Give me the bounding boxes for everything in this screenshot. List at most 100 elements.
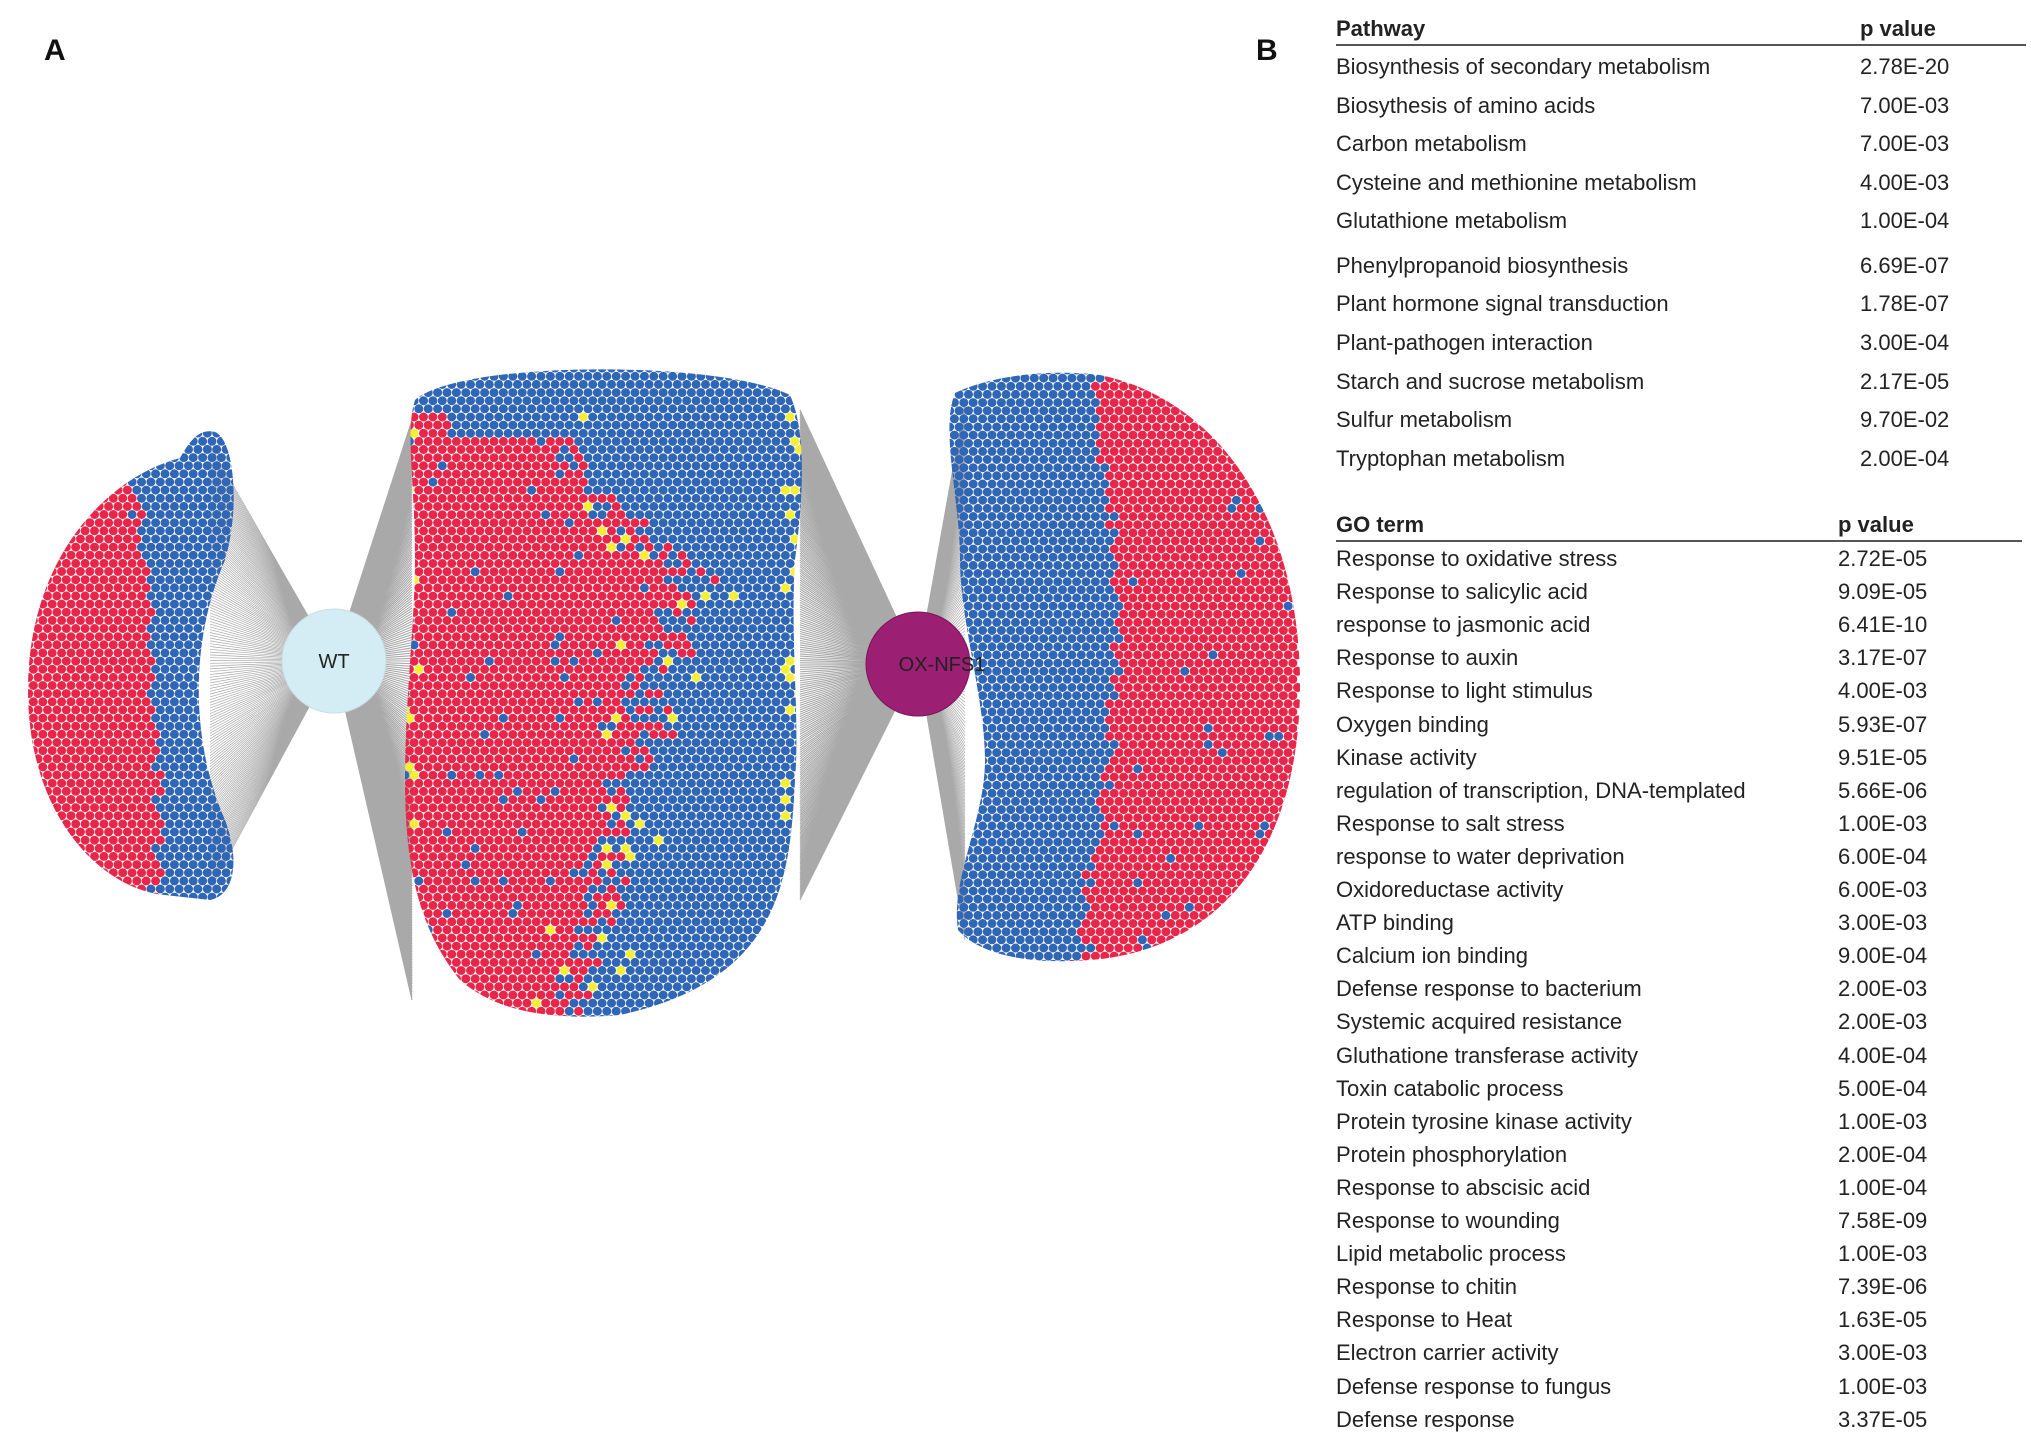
go-row-name: Kinase activity <box>1336 744 1477 770</box>
go-row-name: Response to salicylic acid <box>1336 579 1588 605</box>
pathway-row-name: Plant-pathogen interaction <box>1336 330 1593 355</box>
pathway-row-name: Starch and sucrose metabolism <box>1336 369 1645 394</box>
edge-bundle <box>799 409 919 901</box>
pathway-row-pvalue: 6.69E-07 <box>1860 253 1950 278</box>
panel-a-label: A <box>44 34 66 67</box>
go-row-pvalue: 6.00E-04 <box>1838 843 1928 869</box>
pathway-table: Pathway p value Biosynthesis of secondar… <box>1336 16 2030 476</box>
go-row-name: Protein phosphorylation <box>1336 1141 1568 1167</box>
go-row-name: response to water deprivation <box>1336 843 1625 869</box>
go-term-table: GO term p value Response to oxidative st… <box>1336 512 2030 1442</box>
go-row-name: Response to oxidative stress <box>1336 546 1618 571</box>
go-row-pvalue: 1.00E-03 <box>1838 1241 1928 1267</box>
go-row-pvalue: 9.09E-05 <box>1838 579 1928 605</box>
gene-network-diagram: WT OX-NFS1 <box>28 369 1300 1017</box>
go-row-pvalue: 7.58E-09 <box>1838 1208 1928 1233</box>
pathway-row-name: Cysteine and methionine metabolism <box>1336 170 1697 195</box>
go-row-pvalue: 2.00E-03 <box>1838 976 1928 1002</box>
node-ox-nfs1-label: OX-NFS1 <box>899 654 986 676</box>
go-row-pvalue: 3.00E-03 <box>1838 1340 1928 1366</box>
node-wt-label: WT <box>318 651 349 673</box>
pathway-row-name: Biosynthesis of secondary metabolism <box>1336 54 1711 79</box>
go-header-rule <box>1336 540 2022 542</box>
pathway-row-name: Glutathione metabolism <box>1336 208 1568 233</box>
go-row-pvalue: 3.17E-07 <box>1838 645 1928 671</box>
go-pvalue-header: p value <box>1838 512 1914 537</box>
pathway-row-name: Tryptophan metabolism <box>1336 446 1566 471</box>
go-row-pvalue: 1.63E-05 <box>1838 1307 1928 1333</box>
go-row-name: Response to abscisic acid <box>1336 1174 1591 1200</box>
go-row-pvalue: 5.93E-07 <box>1838 711 1928 737</box>
pathway-row-pvalue: 4.00E-03 <box>1860 170 1950 195</box>
pathway-row-name: Phenylpropanoid biosynthesis <box>1336 253 1629 278</box>
go-row-pvalue: 9.00E-04 <box>1838 943 1928 969</box>
go-row-name: Gluthatione transferase activity <box>1336 1042 1639 1068</box>
go-row-name: Response to Heat <box>1336 1307 1513 1333</box>
gene-node-dots <box>1067 372 1300 962</box>
gene-node-dots <box>118 431 234 900</box>
pathway-header-rule <box>1336 44 2026 46</box>
go-row-name: Calcium ion binding <box>1336 943 1528 969</box>
pathway-row-name: Biosythesis of amino acids <box>1336 93 1596 118</box>
go-row-pvalue: 9.51E-05 <box>1838 744 1928 770</box>
go-row-name: Response to salt stress <box>1336 810 1565 836</box>
pathway-row-pvalue: 9.70E-02 <box>1860 407 1950 432</box>
pathway-row-name: Carbon metabolism <box>1336 131 1527 156</box>
node-wt: WT <box>281 608 387 714</box>
go-row-pvalue: 3.00E-03 <box>1838 910 1928 936</box>
pathway-row-pvalue: 1.78E-07 <box>1860 291 1950 316</box>
go-row-pvalue: 3.37E-05 <box>1838 1406 1928 1432</box>
go-row-name: Oxidoreductase activity <box>1336 877 1564 902</box>
go-row-pvalue: 6.00E-03 <box>1838 877 1928 902</box>
go-row-name: Response to wounding <box>1336 1208 1560 1233</box>
go-term-col-header: GO term <box>1336 512 1425 537</box>
go-row-pvalue: 5.00E-04 <box>1838 1075 1928 1101</box>
edge-bundle <box>209 444 335 891</box>
go-row-name: Electron carrier activity <box>1336 1340 1559 1366</box>
cluster-center <box>405 369 802 1017</box>
go-row-name: Toxin catabolic process <box>1336 1075 1564 1101</box>
go-row-name: Lipid metabolic process <box>1336 1241 1566 1267</box>
pathway-row-pvalue: 3.00E-04 <box>1860 330 1950 355</box>
gene-node-dots <box>405 412 720 1017</box>
pathway-row-pvalue: 2.00E-04 <box>1860 446 1950 471</box>
pathway-row-pvalue: 2.17E-05 <box>1860 369 1950 394</box>
go-row-pvalue: 6.41E-10 <box>1838 612 1928 638</box>
cluster-left <box>28 431 234 900</box>
gene-node-dots <box>949 372 1298 962</box>
go-row-pvalue: 7.39E-06 <box>1838 1274 1928 1300</box>
go-row-pvalue: 2.00E-04 <box>1838 1141 1928 1167</box>
pathway-row-name: Plant hormone signal transduction <box>1336 291 1669 316</box>
go-row-name: regulation of transcription, DNA-templat… <box>1336 777 1746 803</box>
go-row-pvalue: 4.00E-04 <box>1838 1042 1928 1068</box>
go-row-name: Response to chitin <box>1336 1274 1517 1300</box>
go-row-pvalue: 4.00E-03 <box>1838 678 1928 704</box>
gene-node-dots <box>405 369 802 1017</box>
pathway-row-name: Sulfur metabolism <box>1336 407 1513 432</box>
pathway-row-pvalue: 7.00E-03 <box>1860 131 1950 156</box>
go-row-name: Defense response <box>1336 1406 1515 1432</box>
go-row-name: Systemic acquired resistance <box>1336 1009 1623 1035</box>
go-row-name: Defense response to bacterium <box>1336 976 1642 1002</box>
panel-b-label: B <box>1256 34 1278 67</box>
pathway-row-pvalue: 1.00E-04 <box>1860 208 1950 233</box>
pathway-col-header: Pathway <box>1336 16 1426 41</box>
go-row-pvalue: 1.00E-03 <box>1838 1373 1928 1399</box>
go-row-name: Oxygen binding <box>1336 711 1489 737</box>
go-row-name: Defense response to fungus <box>1336 1373 1612 1399</box>
go-row-name: ATP binding <box>1336 910 1454 936</box>
go-row-name: Response to light stimulus <box>1336 678 1593 704</box>
node-ox-nfs1: OX-NFS1 <box>865 611 986 717</box>
pathway-row-pvalue: 2.78E-20 <box>1860 54 1950 79</box>
go-row-pvalue: 1.00E-03 <box>1838 810 1928 836</box>
go-row-name: Protein tyrosine kinase activity <box>1336 1108 1632 1134</box>
go-row-pvalue: 2.72E-05 <box>1838 546 1928 571</box>
go-row-pvalue: 2.00E-03 <box>1838 1009 1928 1035</box>
go-row-name: response to jasmonic acid <box>1336 612 1591 638</box>
pathway-pvalue-header: p value <box>1860 16 1936 41</box>
go-row-pvalue: 1.00E-03 <box>1838 1108 1928 1134</box>
go-row-name: Response to auxin <box>1336 645 1519 671</box>
go-row-pvalue: 1.00E-04 <box>1838 1174 1928 1200</box>
go-row-pvalue: 5.66E-06 <box>1838 777 1928 803</box>
cluster-right <box>949 372 1300 962</box>
